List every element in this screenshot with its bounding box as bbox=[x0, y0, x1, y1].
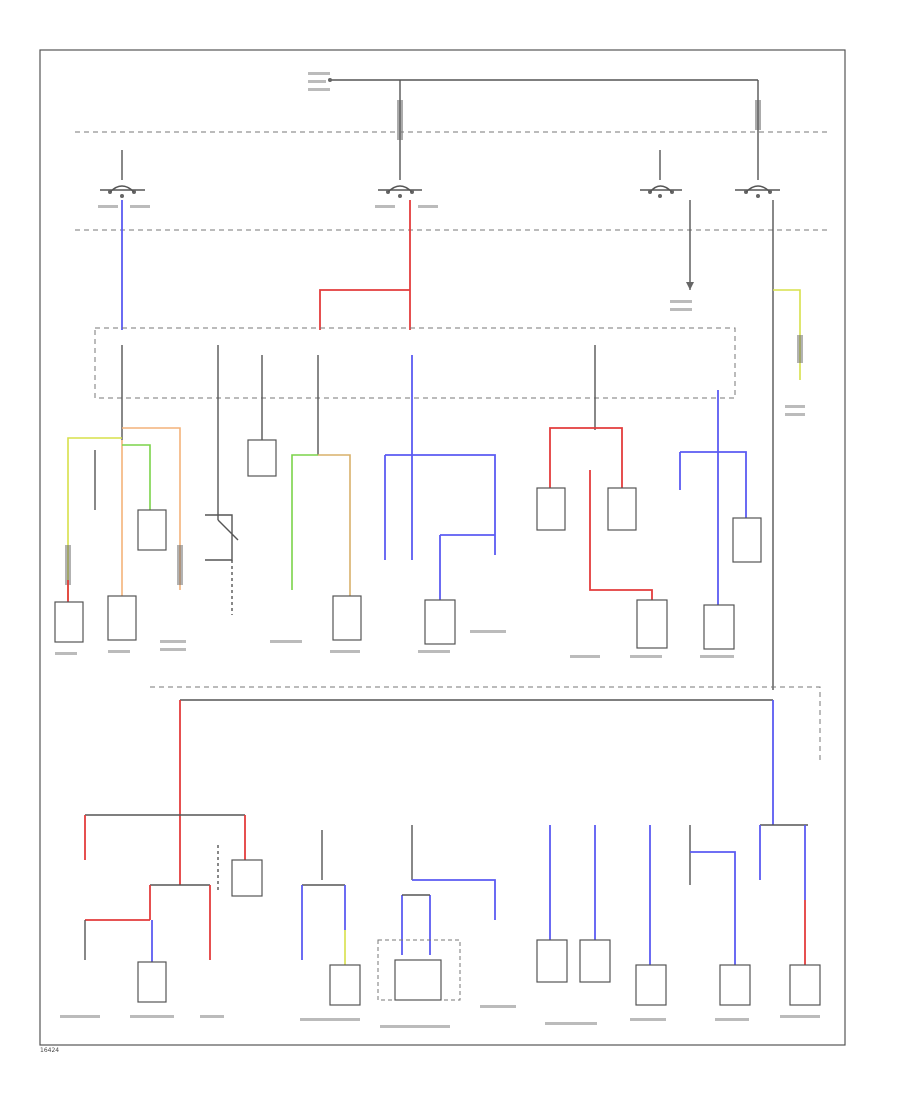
ignition-switch-4 bbox=[735, 185, 780, 198]
component-box bbox=[719, 964, 751, 1006]
footer-code: 16424 bbox=[40, 1047, 59, 1054]
component-box bbox=[607, 487, 637, 531]
component-box bbox=[732, 517, 762, 563]
fuse-drops bbox=[121, 345, 719, 610]
feed-branch-red bbox=[319, 289, 410, 330]
ignition-switch-2 bbox=[378, 185, 422, 198]
lower-right-cluster bbox=[536, 700, 821, 1006]
feed-branch-yellow bbox=[773, 289, 801, 380]
component-box bbox=[247, 439, 277, 477]
fuse-box-upper bbox=[94, 327, 736, 399]
component-box bbox=[789, 964, 821, 1006]
component-box bbox=[635, 964, 667, 1006]
red-right-cluster bbox=[536, 427, 668, 649]
blue-right-cluster bbox=[679, 451, 762, 650]
lower-left-cluster bbox=[84, 700, 263, 1003]
component-box bbox=[231, 859, 263, 897]
ignition-switch-3 bbox=[640, 185, 682, 198]
component-box bbox=[107, 595, 137, 641]
component-box bbox=[579, 939, 611, 983]
left-cluster bbox=[54, 427, 183, 643]
component-box bbox=[332, 595, 362, 641]
switch-cluster bbox=[205, 439, 362, 641]
component-box bbox=[703, 604, 735, 650]
component-box bbox=[137, 509, 167, 551]
top-feed bbox=[121, 78, 761, 180]
component-box bbox=[536, 487, 566, 531]
ignition-switch-1 bbox=[100, 185, 145, 198]
component-box bbox=[636, 599, 668, 649]
component-box bbox=[424, 599, 456, 645]
component-box bbox=[394, 959, 442, 1001]
component-box bbox=[54, 601, 84, 643]
component-box bbox=[329, 964, 361, 1006]
blue-center-cluster bbox=[384, 454, 496, 645]
diagram-frame bbox=[39, 49, 846, 1046]
fuse-box-lower bbox=[150, 686, 821, 760]
label-marks bbox=[55, 72, 820, 1028]
component-box bbox=[536, 939, 568, 983]
component-box bbox=[137, 961, 167, 1003]
lower-middle-cluster bbox=[301, 825, 496, 1006]
